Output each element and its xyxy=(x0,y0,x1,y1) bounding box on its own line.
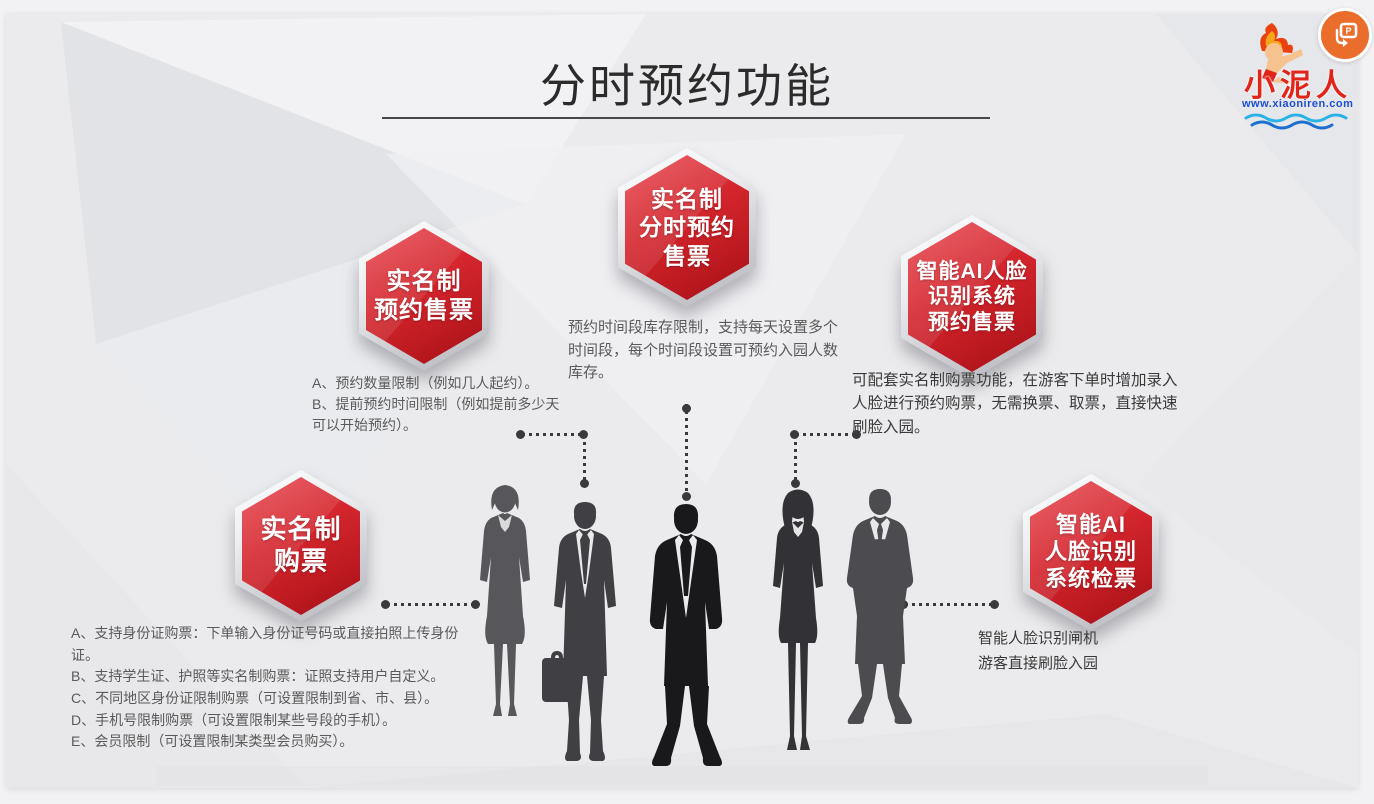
slide: 分时预约功能 小泥人 www.xiaoniren.com xyxy=(6,14,1358,788)
note-line: 游客直接刷脸入园 xyxy=(978,655,1099,672)
note-reserve-limits: A、预约数量限制（例如几人起约）。 B、提前预约时间限制（例如提前多少天可以开始… xyxy=(312,373,564,436)
dotted-connector xyxy=(580,435,589,488)
logo-name: 小泥人 xyxy=(1244,68,1352,103)
xiaoniren-logo: 小泥人 www.xiaoniren.com xyxy=(1242,22,1358,134)
silhouette-man-briefcase xyxy=(542,502,616,761)
hexagon-face: 智能AI 人脸识别 系统检票 xyxy=(1030,481,1152,624)
ppt-convert-icon: P xyxy=(1335,22,1358,47)
hexagon-label: 预约售票 xyxy=(928,310,1016,334)
hexagon-ai-face-check: 智能AI 人脸识别 系统检票 xyxy=(1023,474,1159,631)
hexagon-label: 智能AI人脸 xyxy=(916,259,1028,283)
logo-mascot-icon xyxy=(1260,23,1303,84)
note-timeslot-inventory: 预约时间段库存限制，支持每天设置多个时间段，每个时间段设置可预约入园人数库存。 xyxy=(568,319,839,381)
svg-text:P: P xyxy=(1345,26,1351,36)
hexagon-label: 分时预约 xyxy=(639,214,735,241)
hexagon-label: 预约售票 xyxy=(374,297,474,324)
list-item: E、会员限制（可设置限制某类型会员购买）。 xyxy=(71,733,354,750)
business-people-silhouette xyxy=(480,485,914,766)
note-line: 智能人脸识别闸机 xyxy=(978,631,1099,647)
note-ai-reserve: 可配套实名制购票功能，在游客下单时增加录入人脸进行预约购票，无需换票、取票，直接… xyxy=(852,372,1178,436)
hexagon-label: 人脸识别 xyxy=(1044,539,1137,565)
dotted-connector xyxy=(381,600,480,609)
hexagon-timeslot-reserve: 实名制 分时预约 售票 xyxy=(618,148,756,307)
note-realname-purchase: A、支持身份证购票：下单输入身份证号码或直接拍照上传身份证。 B、支持学生证、护… xyxy=(71,623,459,753)
note-line: A、预约数量限制（例如几人起约）。 xyxy=(312,375,539,391)
logo-waves-icon xyxy=(1244,113,1348,130)
logo-url: www.xiaoniren.com xyxy=(1242,98,1354,110)
hexagon-realname-purchase: 实名制 购票 xyxy=(235,470,367,622)
dotted-connector xyxy=(516,430,588,439)
page-title: 分时预约功能 xyxy=(540,60,834,112)
silhouette-woman-long-hair xyxy=(773,489,823,750)
hexagon-label: 实名制 xyxy=(651,186,723,213)
dotted-connector xyxy=(790,430,861,439)
dotted-connector xyxy=(682,404,691,501)
hexagon-realname-reserve-sale: 实名制 预约售票 xyxy=(359,221,489,371)
silhouette-man-center xyxy=(649,504,723,766)
hexagon-label: 智能AI xyxy=(1055,512,1126,538)
hexagon-label: 实名制 xyxy=(260,514,342,545)
hexagon-label: 售票 xyxy=(663,242,711,269)
hexagon-label: 识别系统 xyxy=(928,285,1016,309)
hexagon-ai-face-reserve: 智能AI人脸 识别系统 预约售票 xyxy=(901,215,1043,379)
list-item: B、支持学生证、护照等实名制购票：证照支持用户自定义。 xyxy=(71,668,445,685)
silhouette-man-arms-crossed xyxy=(846,489,914,724)
title-underline xyxy=(382,117,990,119)
list-item: A、支持身份证购票：下单输入身份证号码或直接拍照上传身份证。 xyxy=(71,625,459,663)
silhouette-woman-arms-crossed xyxy=(480,485,530,716)
note-line: B、提前预约时间限制（例如提前多少天可以开始预约）。 xyxy=(312,396,560,433)
dotted-connector xyxy=(791,435,800,488)
hexagon-label: 购票 xyxy=(273,546,328,576)
hexagon-label: 系统检票 xyxy=(1044,565,1137,591)
hexagon-face: 实名制 分时预约 售票 xyxy=(625,155,749,300)
note-ai-gate: 智能人脸识别闸机 游客直接刷脸入园 xyxy=(978,627,1098,677)
list-item: D、手机号限制购票（可设置限制某些号段的手机）。 xyxy=(71,711,397,728)
ppt-convert-button[interactable]: P xyxy=(1318,8,1372,62)
list-item: C、不同地区身份证限制购票（可设置限制到省、市、县）。 xyxy=(71,690,439,707)
hexagon-label: 实名制 xyxy=(386,267,462,295)
